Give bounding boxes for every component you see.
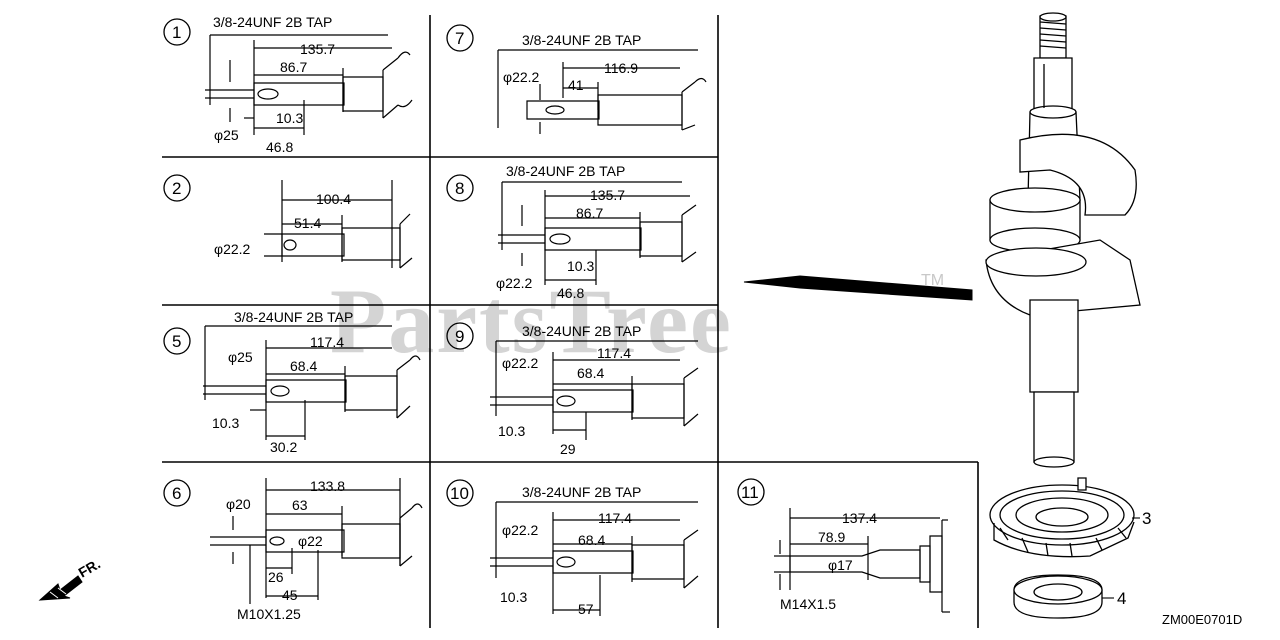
dim-diameter: φ25	[214, 127, 239, 143]
panel-number: 11	[741, 483, 759, 502]
dim-keyway: 29	[560, 441, 576, 457]
panel-number-circle	[164, 480, 190, 506]
grid-lines	[162, 15, 978, 628]
dim-keyway: 57	[578, 601, 594, 617]
dim-length: 68.4	[577, 365, 604, 381]
dim-diameter: φ20	[226, 496, 251, 512]
tap-spec-label: 3/8-24UNF 2B TAP	[522, 32, 641, 48]
shaft-drawing	[203, 326, 420, 440]
dim-length: 63	[292, 497, 308, 513]
panel-number: 6	[172, 484, 181, 503]
panel-2: 2 100.4 51.4 φ22.2	[164, 175, 412, 268]
front-direction-label: FR.	[76, 555, 104, 580]
panel-number: 2	[172, 179, 181, 198]
panel-6: 6 133.8 63 φ20 φ22 26	[164, 478, 422, 622]
callout-number: 4	[1117, 589, 1126, 608]
dim-diameter: φ17	[828, 557, 853, 573]
tap-spec-label: 3/8-24UNF 2B TAP	[213, 14, 332, 30]
washer	[1014, 575, 1102, 618]
dim-overall-length: 137.4	[842, 510, 877, 526]
callout-number: 3	[1142, 509, 1151, 528]
shaft-drawing	[205, 35, 412, 135]
dim-overall-length: 117.4	[597, 345, 631, 361]
dim-length: 86.7	[576, 205, 603, 221]
panel-number: 1	[172, 23, 181, 42]
dim-length: 51.4	[294, 215, 321, 231]
dim-overall-length: 117.4	[310, 334, 344, 350]
panel-number: 10	[450, 484, 469, 503]
dim-diameter: φ25	[228, 349, 253, 365]
panel-number-circle	[738, 479, 764, 505]
dim-length: 86.7	[280, 59, 307, 75]
dim-offset: 10.3	[567, 258, 594, 274]
panel-number: 5	[172, 332, 181, 351]
trademark-mark: TM	[921, 272, 944, 289]
dim-offset: 10.3	[498, 423, 525, 439]
panel-number-circle	[164, 175, 190, 201]
tap-spec-label: 3/8-24UNF 2B TAP	[506, 163, 625, 179]
dim-keyway: 46.8	[557, 285, 584, 301]
dim-overall-length: 135.7	[590, 187, 625, 203]
shaft-drawing	[490, 341, 698, 440]
panel-number: 8	[455, 179, 464, 198]
tap-spec-label: 3/8-24UNF 2B TAP	[234, 309, 353, 325]
panel-number: 9	[455, 327, 464, 346]
dim-length: 68.4	[578, 532, 605, 548]
panel-11: 11 137.4 78.9 φ17 M14X1.5	[738, 479, 950, 612]
panel-number: 7	[455, 29, 464, 48]
tap-spec-label: 3/8-24UNF 2B TAP	[522, 484, 641, 500]
dim-overall-length: 116.9	[604, 60, 638, 76]
diagram-code: ZM00E0701D	[1162, 612, 1242, 627]
dim-keyway: 46.8	[266, 139, 293, 155]
panel-number-circle	[447, 25, 473, 51]
thread-spec: M14X1.5	[780, 596, 836, 612]
dim-length: 41	[568, 77, 584, 93]
dim-offset: 10.3	[500, 589, 527, 605]
shaft-drawing	[774, 508, 950, 612]
dim-diameter: φ22.2	[502, 522, 539, 538]
panel-8: 8 3/8-24UNF 2B TAP 135.7 86.7 10.3 φ22.2	[447, 163, 696, 301]
dim-length: 68.4	[290, 358, 317, 374]
dim-offset: 10.3	[212, 415, 239, 431]
tap-spec-label: 3/8-24UNF 2B TAP	[522, 323, 641, 339]
panel-10: 10 3/8-24UNF 2B TAP 117.4 68.4 φ22.2 10.…	[447, 480, 698, 617]
panel-number-circle	[164, 328, 190, 354]
panel-5: 5 3/8-24UNF 2B TAP 117.4 68.4 φ25 10.3 3	[164, 309, 420, 455]
dim-length: 78.9	[818, 529, 845, 545]
dim-offset: 26	[268, 569, 284, 585]
shaft-drawing	[498, 182, 696, 285]
dim-keyway: 45	[282, 587, 298, 603]
dim-overall-length: 117.4	[598, 510, 632, 526]
dim-overall-length: 100.4	[316, 191, 351, 207]
dim-diameter: φ22.2	[496, 275, 533, 291]
shaft-drawing	[210, 478, 422, 604]
panel-number-circle	[447, 480, 473, 506]
pointer-arrow	[744, 276, 972, 300]
panel-number-circle	[164, 19, 190, 45]
timing-gear	[990, 478, 1134, 557]
dim-offset: 10.3	[276, 110, 303, 126]
dim-diameter: φ22.2	[502, 355, 539, 371]
dim-diameter: φ22.2	[503, 69, 540, 85]
shaft-drawing	[498, 50, 706, 134]
crankshaft-illustration	[986, 13, 1140, 467]
shaft-drawing	[264, 180, 412, 268]
shaft-drawing	[490, 502, 698, 616]
watermark-text: PartsTree	[330, 270, 733, 372]
front-direction-arrow-icon	[40, 576, 82, 600]
panel-1: 1 3/8-24UNF 2B TAP 135.7 86.7	[164, 14, 412, 155]
panel-7: 7 3/8-24UNF 2B TAP 116.9 41 φ22.2	[447, 25, 706, 134]
dim-keyway: 30.2	[270, 439, 297, 455]
dim-overall-length: 135.7	[300, 41, 335, 57]
panel-number-circle	[447, 323, 473, 349]
dim-diameter: φ22.2	[214, 241, 251, 257]
panel-9: 9 3/8-24UNF 2B TAP 117.4 68.4 φ22.2 10.3…	[447, 323, 698, 457]
panel-number-circle	[447, 175, 473, 201]
dim-inner-diameter: φ22	[298, 533, 323, 549]
thread-spec: M10X1.25	[237, 606, 301, 622]
dim-overall-length: 133.8	[310, 478, 345, 494]
